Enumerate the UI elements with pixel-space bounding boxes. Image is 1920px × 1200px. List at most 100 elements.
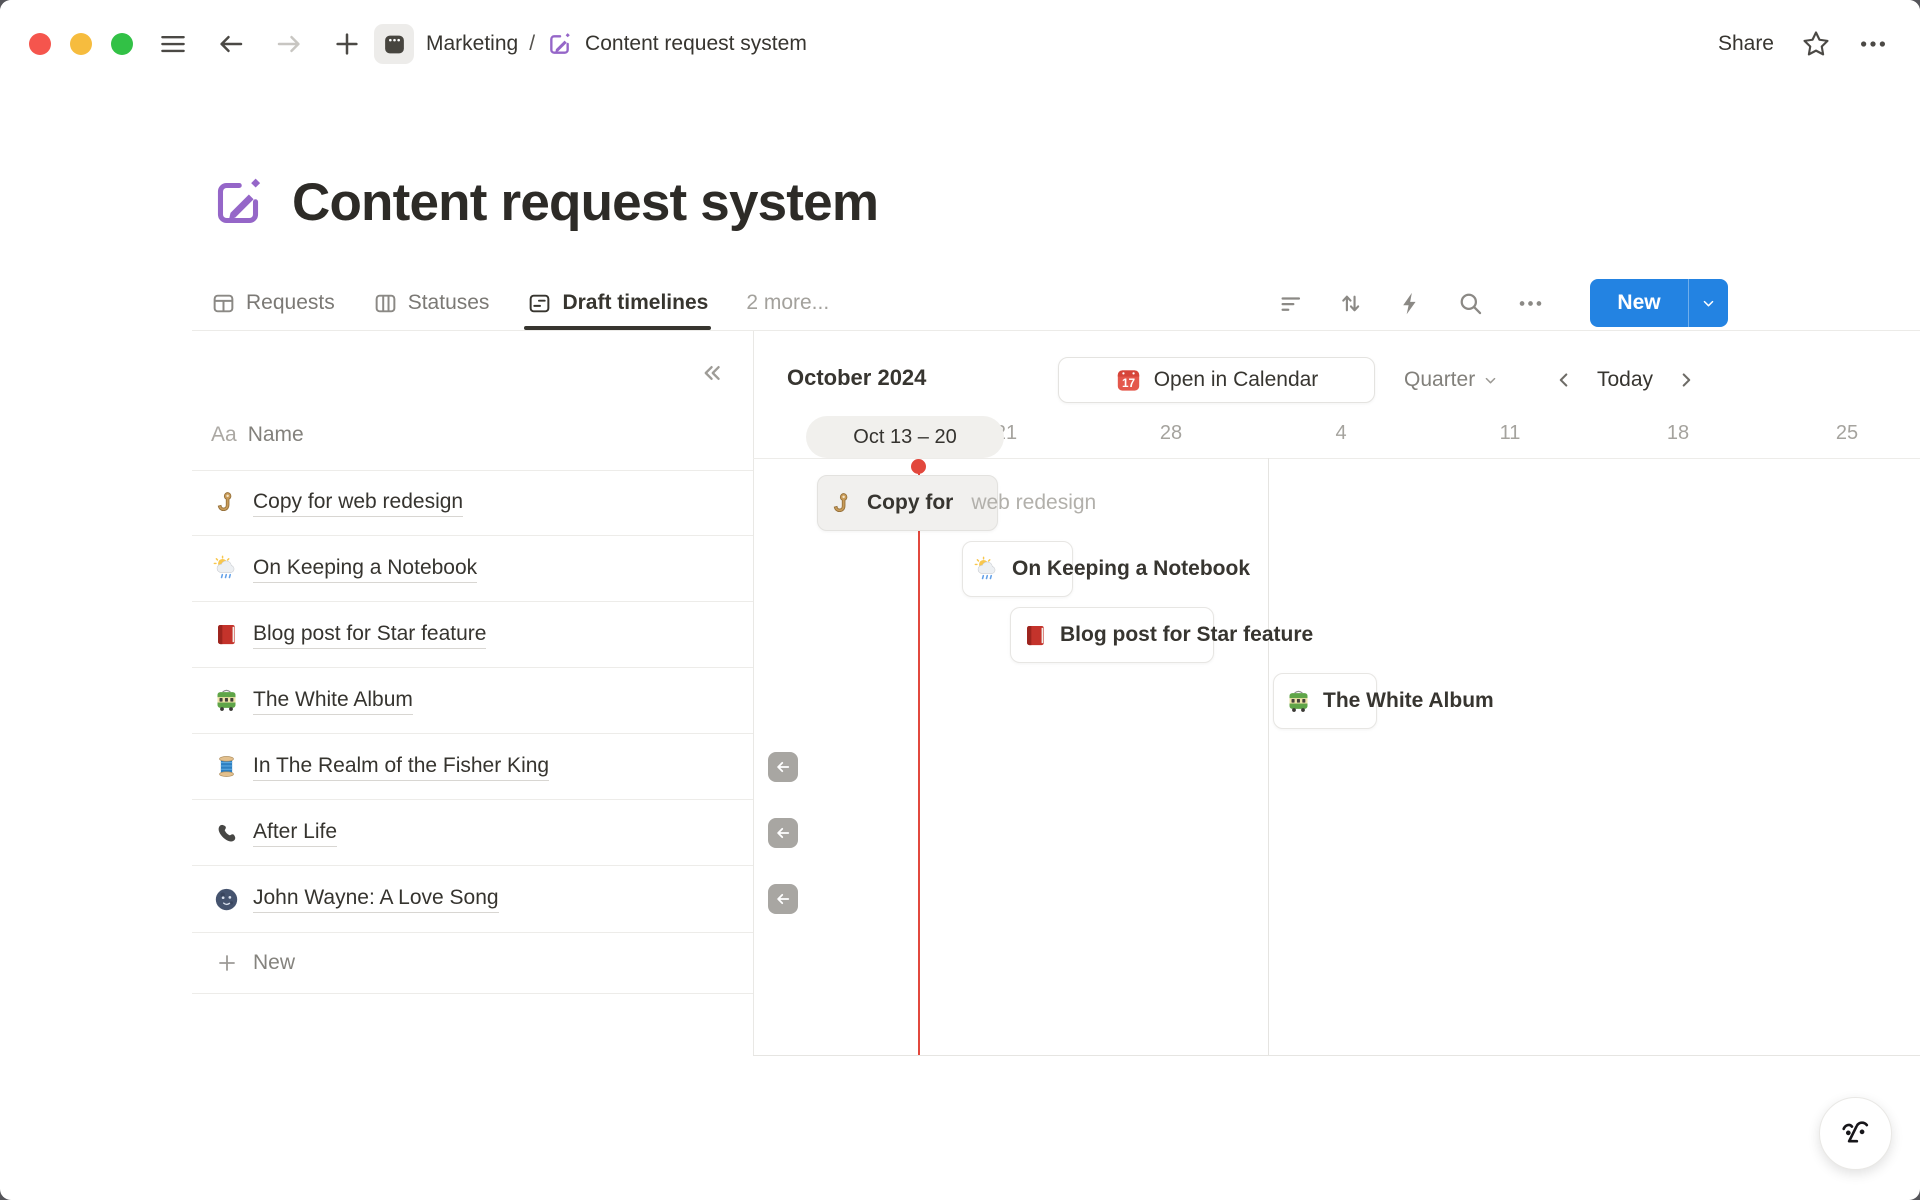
view-content: Aa Name Copy for web redesign On Keeping… <box>0 331 1920 1056</box>
timeline-bar-blog-post-for-star-feature[interactable] <box>1010 607 1214 663</box>
bar-title[interactable]: Copy for <box>867 491 954 514</box>
new-dropdown-chevron-icon[interactable] <box>1701 296 1716 311</box>
close-window-button[interactable] <box>29 33 51 55</box>
scroll-to-bar-button[interactable] <box>768 884 798 914</box>
search-icon[interactable] <box>1457 290 1484 317</box>
table-panel: Aa Name Copy for web redesign On Keeping… <box>192 331 753 1056</box>
timeline-month-label[interactable]: October 2024 <box>787 365 927 390</box>
workspace-icon[interactable] <box>374 24 414 64</box>
more-options-icon[interactable] <box>1858 29 1888 59</box>
calendar-icon: 17 <box>1115 367 1142 394</box>
bar-title[interactable]: The White Album <box>1323 689 1494 712</box>
tab-more-views[interactable]: 2 more... <box>746 276 829 330</box>
text-type-badge: Aa <box>211 423 237 446</box>
zoom-level-label: Quarter <box>1404 368 1476 391</box>
filter-icon[interactable] <box>1277 290 1304 317</box>
zoom-window-button[interactable] <box>111 33 133 55</box>
sun-rain-cloud-emoji <box>213 555 240 582</box>
selected-week-label: Oct 13 – 20 <box>853 425 957 448</box>
tab-label: Draft timelines <box>562 291 709 314</box>
table-row[interactable]: The White Album <box>192 668 753 734</box>
sort-icon[interactable] <box>1337 290 1364 317</box>
notion-ai-button[interactable] <box>1819 1097 1892 1170</box>
automation-icon[interactable] <box>1397 290 1424 317</box>
bar-title[interactable]: Blog post for Star feature <box>1060 623 1314 646</box>
row-title-link[interactable]: John Wayne: A Love Song <box>253 885 499 913</box>
tab-label: Requests <box>246 291 335 314</box>
left-arrow-icon <box>774 890 792 908</box>
row-title-link[interactable]: After Life <box>253 819 338 847</box>
selected-week-pill[interactable]: Oct 13 – 20 <box>806 416 1004 458</box>
tram-emoji <box>213 687 240 714</box>
column-title: Name <box>247 423 304 446</box>
row-title-link[interactable]: In The Realm of the Fisher King <box>253 753 550 781</box>
date-tick: 4 <box>1335 422 1347 444</box>
new-tab-icon[interactable] <box>332 29 362 59</box>
table-row[interactable]: Copy for web redesign <box>192 470 753 536</box>
plus-icon <box>215 951 239 975</box>
breadcrumb-workspace[interactable]: Marketing <box>426 32 519 55</box>
timeline-header-divider <box>753 458 1920 459</box>
favorite-star-icon[interactable] <box>1801 29 1831 59</box>
row-title-link[interactable]: Blog post for Star feature <box>253 621 487 649</box>
table-row[interactable]: On Keeping a Notebook <box>192 536 753 602</box>
date-tick: 25 <box>1835 422 1859 444</box>
row-title-link[interactable]: The White Album <box>253 687 413 715</box>
next-period-icon[interactable] <box>1675 369 1697 391</box>
collapse-panel-icon[interactable] <box>697 359 725 387</box>
table-row[interactable]: In The Realm of the Fisher King <box>192 734 753 800</box>
row-title-link[interactable]: On Keeping a Notebook <box>253 555 478 583</box>
tab-draft-timelines[interactable]: Draft timelines <box>524 276 712 330</box>
breadcrumb-page[interactable]: Content request system <box>585 32 807 55</box>
timeline-bar-copy-for-web-redesign[interactable] <box>817 475 998 531</box>
breadcrumb-separator: / <box>529 32 536 55</box>
board-view-icon <box>373 291 398 316</box>
svg-text:17: 17 <box>1122 375 1136 389</box>
tab-statuses[interactable]: Statuses <box>373 276 489 330</box>
red-book-emoji <box>213 621 240 648</box>
breadcrumb: Marketing / Content request system <box>374 24 807 64</box>
column-header-name[interactable]: Aa Name <box>211 423 304 447</box>
view-options-icon[interactable] <box>1517 290 1544 317</box>
bar-title-overflow: web redesign <box>971 491 1097 514</box>
today-line <box>918 467 920 1055</box>
sidebar-menu-icon[interactable] <box>158 29 188 59</box>
tram-emoji <box>1285 688 1312 715</box>
table-row[interactable]: John Wayne: A Love Song <box>192 866 753 933</box>
page-memo-icon[interactable] <box>209 174 267 232</box>
prev-period-icon[interactable] <box>1553 369 1575 391</box>
memo-icon <box>546 31 573 58</box>
panel-divider[interactable] <box>753 331 754 1056</box>
tab-requests[interactable]: Requests <box>211 276 335 330</box>
today-dot[interactable] <box>911 459 926 474</box>
timeline-zoom-select[interactable]: Quarter <box>1404 357 1498 403</box>
new-row-button[interactable]: New <box>192 933 753 994</box>
month-boundary-gridline <box>1268 458 1269 1055</box>
titlebar: Marketing / Content request system Share <box>0 0 1920 88</box>
back-icon[interactable] <box>216 29 246 59</box>
table-row[interactable]: Blog post for Star feature <box>192 602 753 668</box>
marketing-board-icon <box>382 32 407 57</box>
new-button-divider <box>1688 279 1689 327</box>
red-book-emoji <box>1022 622 1049 649</box>
open-in-calendar-label: Open in Calendar <box>1153 368 1319 391</box>
today-button[interactable]: Today <box>1597 368 1654 391</box>
left-arrow-icon <box>774 824 792 842</box>
share-button[interactable]: Share <box>1717 32 1774 55</box>
open-in-calendar-button[interactable]: 17 Open in Calendar <box>1058 357 1375 403</box>
thread-emoji <box>213 753 240 780</box>
view-tabbar: Requests Statuses Draft timelines 2 more… <box>192 276 1920 331</box>
table-row[interactable]: After Life <box>192 800 753 866</box>
scroll-to-bar-button[interactable] <box>768 818 798 848</box>
new-button[interactable]: New <box>1590 279 1728 327</box>
moon-face-emoji <box>213 886 240 913</box>
bar-title[interactable]: On Keeping a Notebook <box>1012 557 1251 580</box>
new-button-label[interactable]: New <box>1617 291 1661 314</box>
traffic-lights <box>29 33 133 55</box>
minimize-window-button[interactable] <box>70 33 92 55</box>
row-title-link[interactable]: Copy for web redesign <box>253 489 464 517</box>
header-divider <box>192 470 753 471</box>
left-arrow-icon <box>774 758 792 776</box>
page-title[interactable]: Content request system <box>292 173 879 232</box>
scroll-to-bar-button[interactable] <box>768 752 798 782</box>
